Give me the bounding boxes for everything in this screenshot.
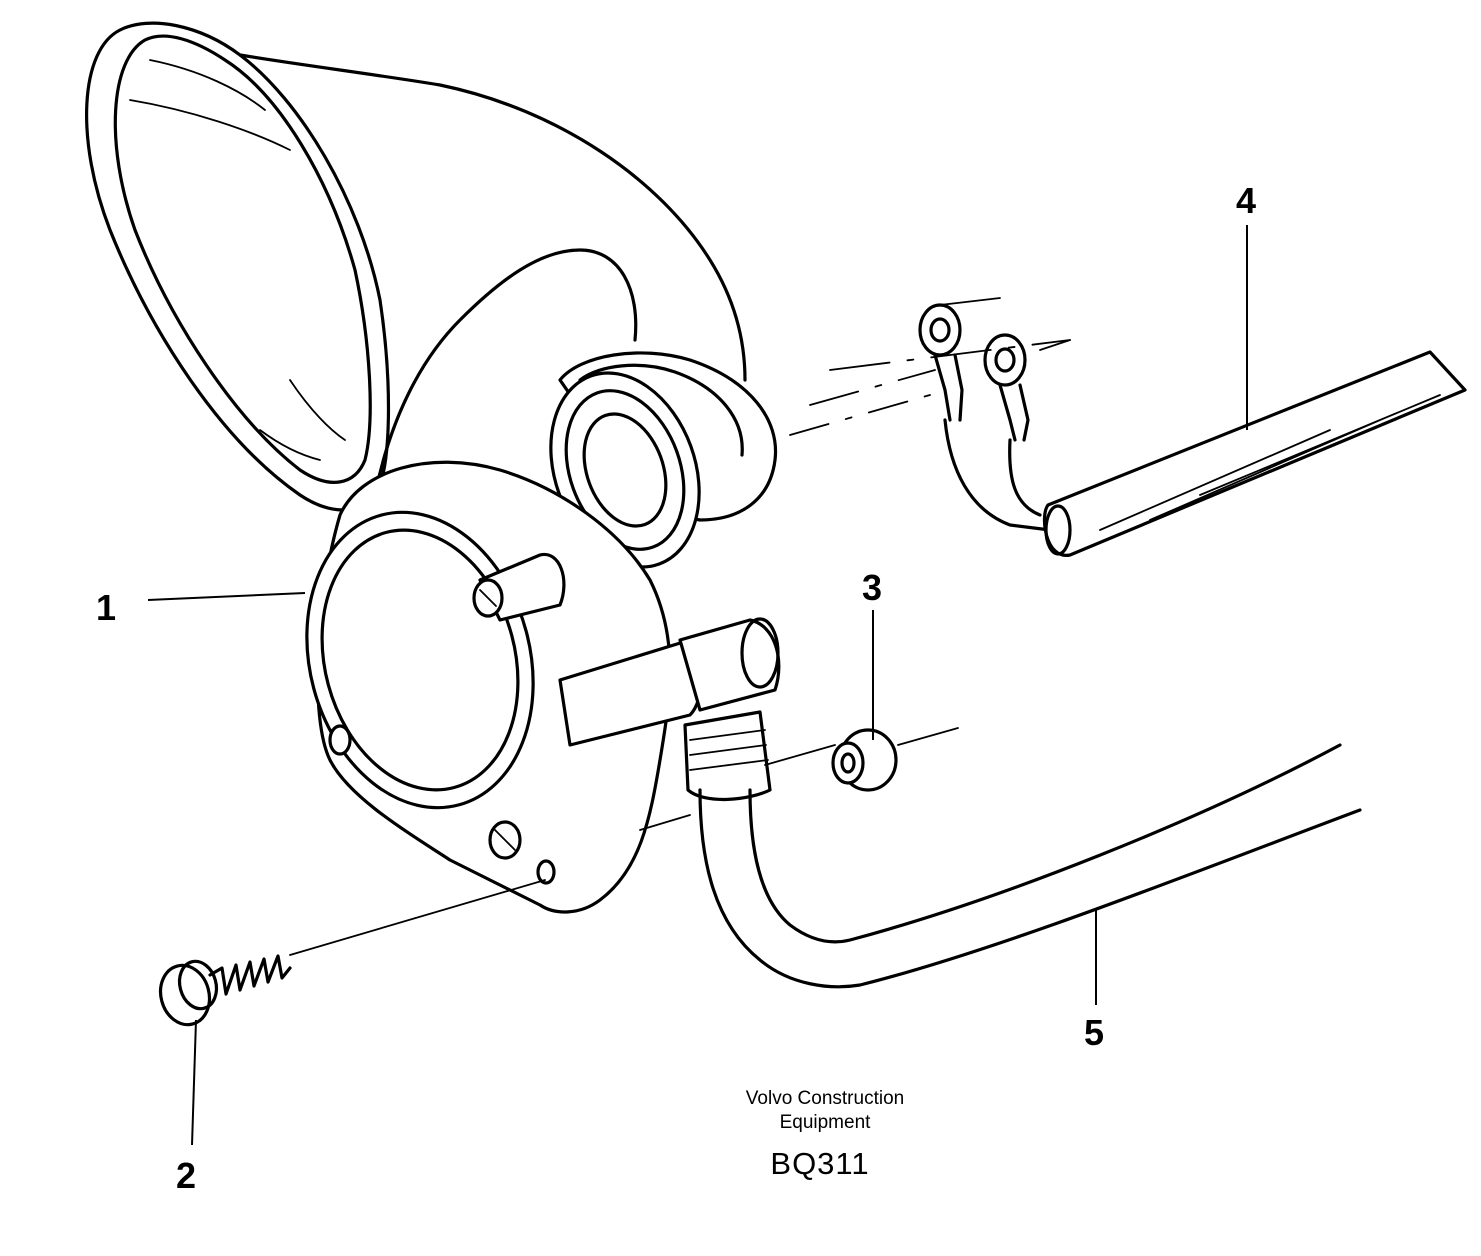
callout-4: 4	[1236, 180, 1257, 221]
callout-1: 1	[96, 587, 117, 628]
callout-2: 2	[176, 1155, 197, 1196]
company-credit-line2: Equipment	[779, 1112, 871, 1133]
company-credit-line1: Volvo Construction	[745, 1088, 905, 1109]
hose	[698, 743, 1362, 989]
center-lines	[289, 297, 1071, 956]
leader-lines	[147, 225, 1248, 1146]
drawing-code: BQ311	[770, 1146, 870, 1181]
callout-5: 5	[1084, 1012, 1105, 1053]
nut	[831, 728, 898, 792]
callout-3: 3	[862, 567, 883, 608]
cable-harness	[918, 303, 1467, 557]
screw	[158, 954, 292, 1027]
horn-body	[305, 351, 781, 914]
